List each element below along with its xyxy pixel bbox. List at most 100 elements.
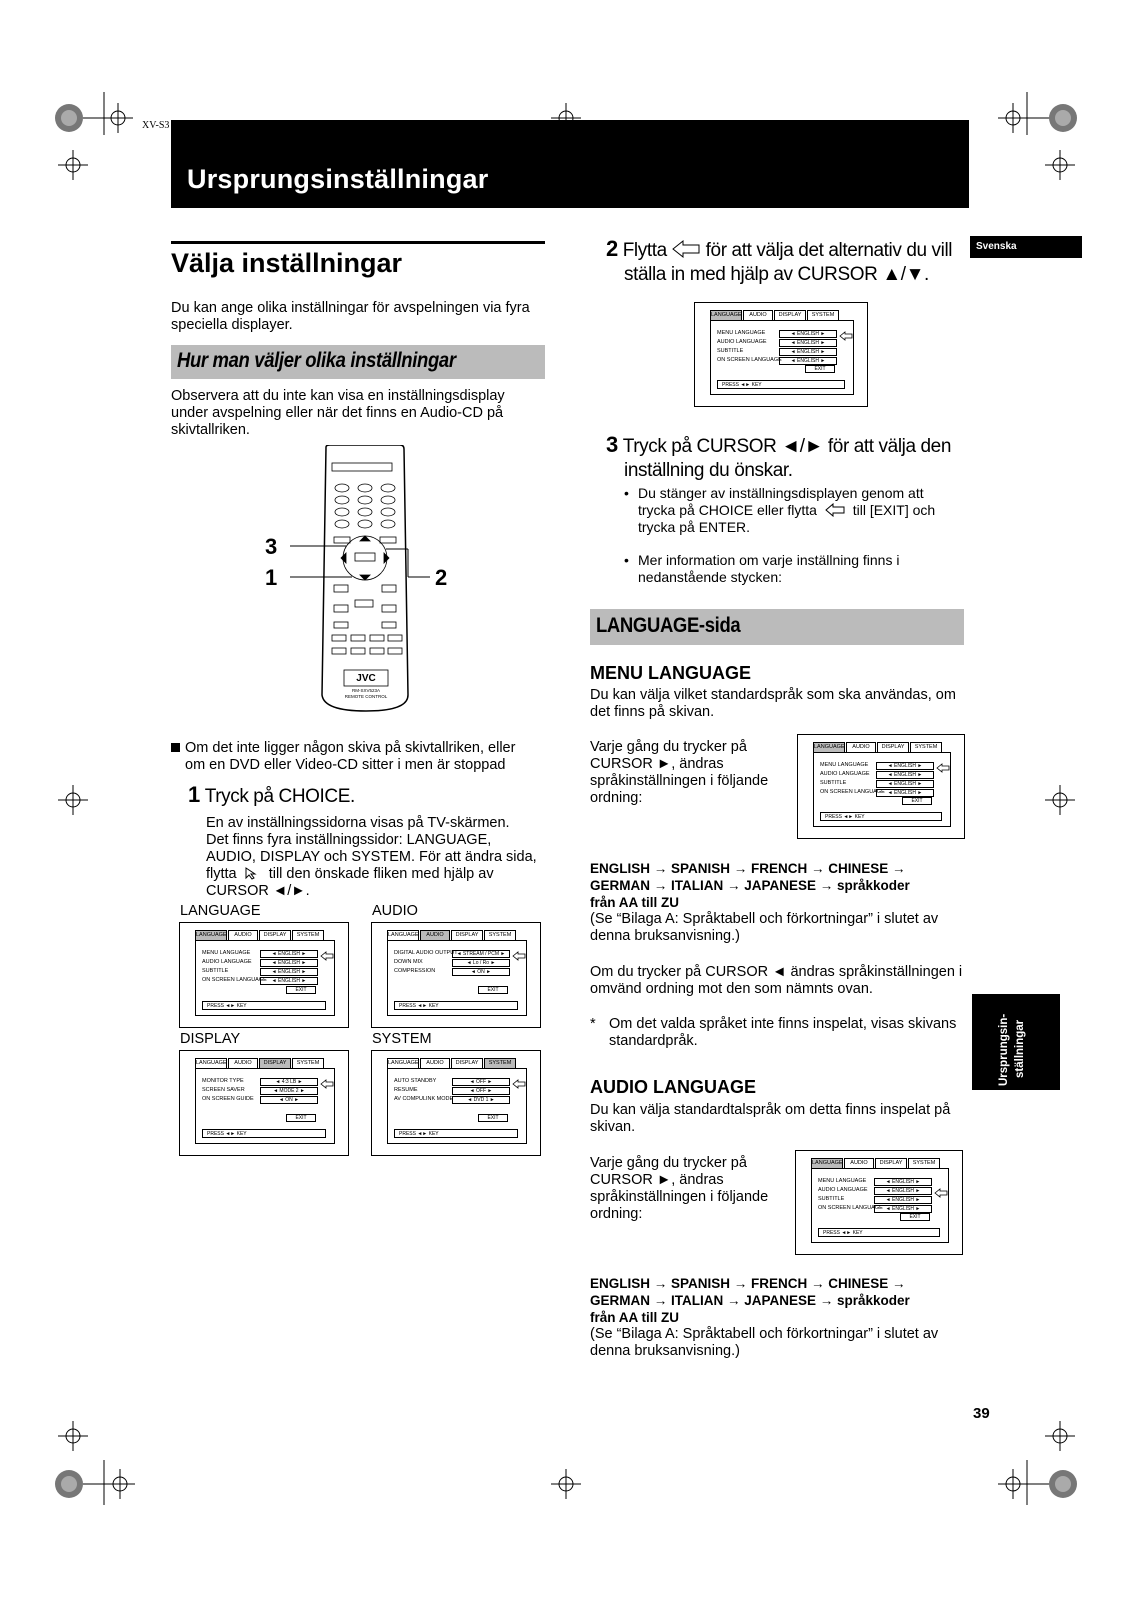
osd-row-value: ◄ ENGLISH ►: [779, 339, 837, 347]
text-line: skivan.: [590, 1119, 636, 1135]
osd-row-label: MONITOR TYPE: [202, 1078, 244, 1084]
audio-language-see: (Se “Bilaga A: Språktabell och förkortni…: [590, 1326, 970, 1360]
osd-row-label: SUBTITLE: [202, 968, 229, 974]
text-line: Om du trycker på CURSOR ◄ ändras språkin…: [590, 964, 963, 980]
osd-row-label: AUDIO LANGUAGE: [202, 959, 252, 965]
osd-tab: LANGUAGE: [387, 1058, 419, 1068]
bullet-dot-icon: •: [624, 552, 629, 568]
osd-press-hint: PRESS ◄► KEY: [394, 1129, 518, 1138]
step-2: 2 Flytta för att välja det alternativ du…: [606, 236, 966, 286]
text-line: ställa in med hjälp av CURSOR ▲/▼.: [624, 264, 929, 285]
osd-exit-button: EXIT: [805, 365, 835, 373]
osd-row-value: ◄ ENGLISH ►: [876, 762, 934, 770]
osd-exit-button: EXIT: [478, 1114, 508, 1122]
osd-row-label: ON SCREEN LANGUAGE: [717, 357, 782, 363]
text-line: Det finns fyra inställningssidor: LANGUA…: [206, 832, 492, 848]
osd-tab: DISPLAY: [774, 310, 806, 320]
osd-row-label: DIGITAL AUDIO OUTPUT: [394, 950, 458, 956]
square-bullet-icon: [171, 743, 180, 752]
osd-tab: DISPLAY: [877, 742, 909, 752]
audio-language-title: AUDIO LANGUAGE: [590, 1077, 756, 1097]
osd-exit-button: EXIT: [478, 986, 508, 994]
osd-row-value: ◄ ENGLISH ►: [876, 780, 934, 788]
text-line: Varje gång du trycker på: [590, 1155, 747, 1171]
text-line: Observera att du inte kan visa en instäl…: [171, 388, 505, 404]
text-line: trycka på ENTER.: [638, 519, 751, 535]
osd-press-hint: PRESS ◄► KEY: [202, 1001, 326, 1010]
text-line: Mer information om varje inställning fin…: [638, 552, 900, 568]
osd-tab: SYSTEM: [910, 742, 942, 752]
text-line: GERMAN → ITALIAN → JAPANESE → språkkoder: [590, 1293, 910, 1308]
text-line: nedanstående stycken:: [638, 569, 782, 585]
text-line: standardpråk.: [609, 1033, 698, 1049]
subheading-bar: Hur man väljer olika inställningar: [171, 345, 545, 379]
osd-tab: AUDIO: [228, 1058, 258, 1068]
text-line: språkinställningen i följande: [590, 773, 769, 789]
footnote-mark: *: [590, 1016, 596, 1032]
text-line: för att välja det alternativ du vill: [705, 240, 953, 261]
osd-row-label: SUBTITLE: [818, 1196, 845, 1202]
page-title: Ursprungsinställningar: [187, 164, 489, 194]
osd-row-label: MENU LANGUAGE: [717, 330, 766, 336]
osd-tab: AUDIO: [844, 1158, 874, 1168]
text-line: (Se “Bilaga A: Språktabell och förkortni…: [590, 1326, 939, 1342]
text-line: denna bruksanvisning.): [590, 1343, 740, 1359]
svg-text:JVC: JVC: [356, 673, 375, 684]
osd-row-label: MENU LANGUAGE: [202, 950, 251, 956]
osd-row-value: ◄ DVD 1 ►: [452, 1096, 510, 1104]
osd-row-value: ◄ OFF ►: [452, 1078, 510, 1086]
osd-row-value: ◄ ENGLISH ►: [874, 1196, 932, 1204]
osd-row-label: AUTO STANDBY: [394, 1078, 437, 1084]
step-1: 1 Tryck på CHOICE.: [188, 782, 355, 808]
osd-row-value: ◄ ENGLISH ►: [260, 959, 318, 967]
osd-tab: LANGUAGE: [811, 1158, 843, 1168]
osd-tab: DISPLAY: [875, 1158, 907, 1168]
side-tab-line1: Ursprungsin-: [998, 1013, 1010, 1086]
osd-row-value: ◄ OFF ►: [452, 1087, 510, 1095]
osd-press-hint: PRESS ◄► KEY: [820, 812, 942, 821]
osd-row-label: AUDIO LANGUAGE: [818, 1187, 868, 1193]
osd-tab: LANGUAGE: [195, 1058, 227, 1068]
svg-text:RM-SXV523A: RM-SXV523A: [352, 688, 380, 693]
osd-tab: LANGUAGE: [813, 742, 845, 752]
caption-audio: AUDIO: [372, 903, 418, 919]
section-bar: LANGUAGE-sida: [590, 609, 964, 645]
text-line: till [EXIT] och: [852, 502, 936, 518]
osd-press-hint: PRESS ◄► KEY: [717, 380, 845, 389]
text-line: ENGLISH → SPANISH → FRENCH → CHINESE →: [590, 1276, 906, 1291]
text-line: Varje gång du trycker på: [590, 739, 747, 755]
text-line: trycka på CHOICE eller flytta: [638, 502, 817, 518]
pointer-hand-icon: [245, 867, 257, 880]
osd-row-label: COMPRESSION: [394, 968, 436, 974]
svg-text:REMOTE CONTROL: REMOTE CONTROL: [345, 694, 388, 699]
step-number: 3: [606, 432, 619, 457]
osd-row-value: ◄ 4:3 LB ►: [260, 1078, 318, 1086]
audio-language-intro: Du kan välja standardtalspråk om detta f…: [590, 1102, 970, 1136]
language-tab-label: Svenska: [976, 241, 1017, 252]
model-number: XV-S3: [142, 120, 170, 131]
osd-tab: SYSTEM: [292, 930, 324, 940]
caption-display: DISPLAY: [180, 1031, 241, 1047]
language-tab: Svenska: [970, 236, 1082, 258]
osd-panel: [195, 1068, 335, 1144]
text-line: omvänd ordning mot den som nämnts ovan.: [590, 981, 873, 997]
menu-language-reverse: Om du trycker på CURSOR ◄ ändras språkin…: [590, 964, 970, 998]
osd-panel: [811, 1168, 949, 1243]
osd-exit-button: EXIT: [902, 797, 932, 805]
osd-row-label: AUDIO LANGUAGE: [820, 771, 870, 777]
text-line: Du stänger av inställningsdisplayen geno…: [638, 485, 924, 501]
text-line: flytta: [206, 866, 237, 882]
step-title: Tryck på CHOICE.: [204, 786, 356, 807]
text-line: till den önskade fliken med hjälp av: [268, 866, 494, 882]
osd-tab: SYSTEM: [807, 310, 839, 320]
osd-row-label: ON SCREEN GUIDE: [202, 1096, 254, 1102]
osd-row-value: ◄ STREAM / PCM ►: [452, 950, 510, 958]
osd-panel: [387, 1068, 527, 1144]
osd-row-label: SCREEN SAVER: [202, 1087, 245, 1093]
osd-tab: SYSTEM: [484, 930, 516, 940]
